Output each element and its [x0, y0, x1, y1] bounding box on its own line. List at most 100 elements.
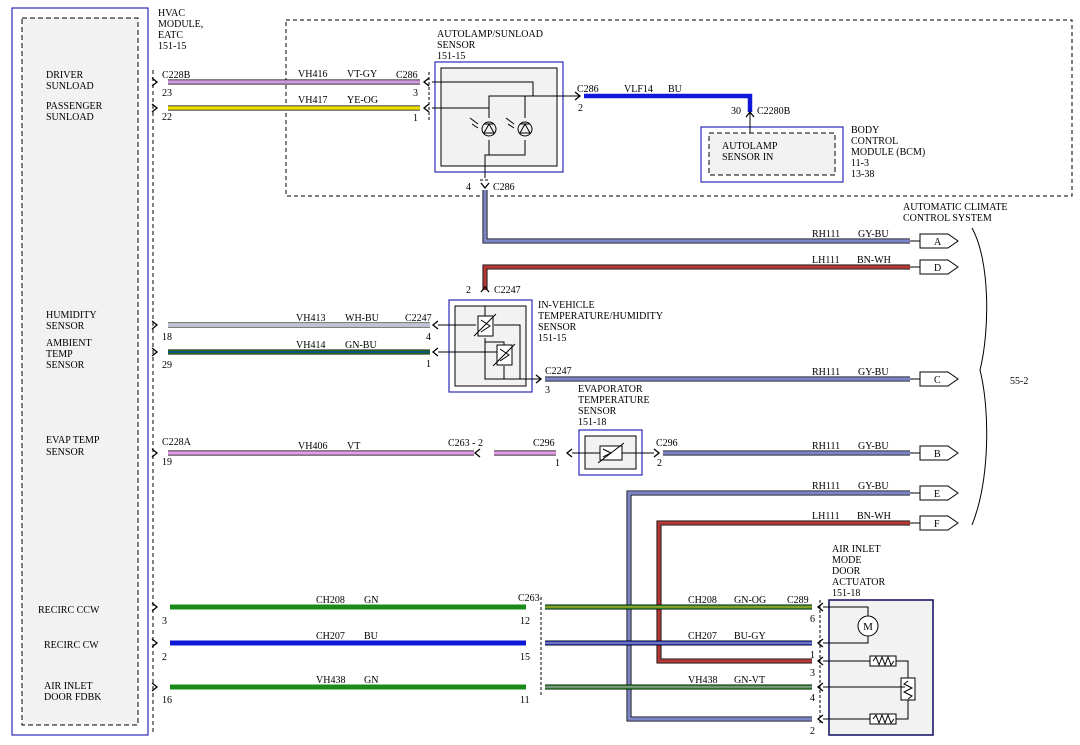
evap-title-4: 151-18	[578, 417, 606, 428]
wire-vh438-circuit: VH438	[316, 675, 345, 686]
wire-ch207b-circuit: CH207	[688, 631, 717, 642]
system-ref-55-2: 55-2	[1010, 376, 1028, 387]
conn-c296-a: C296	[533, 438, 555, 449]
autolamp-sunload-sensor: AUTOLAMP/SUNLOAD SENSOR 151-15 C286 3 1 …	[396, 29, 599, 193]
actuator-title-1: AIR INLET	[832, 544, 881, 555]
offpage-a[interactable]	[919, 233, 959, 249]
bcm-title-4: 11-3	[851, 158, 869, 169]
wire-rh111c-color: GY-BU	[858, 367, 889, 378]
bcm-title-5: 13-38	[851, 169, 874, 180]
actuator-title-4: ACTUATOR	[832, 577, 885, 588]
wire-vh438-color: GN	[364, 675, 378, 686]
conn-c286-b: C286	[577, 84, 599, 95]
autolamp-pin-3: 3	[413, 88, 418, 99]
wire-rh111a-circuit: RH111	[812, 229, 840, 240]
offpage-letter-d: D	[934, 263, 941, 274]
wire-ch207b-color: BU-GY	[734, 631, 766, 642]
motor-label: M	[863, 621, 873, 633]
offpage-f[interactable]	[919, 515, 959, 531]
conn-c2247-b: C2247	[405, 313, 432, 324]
wires	[168, 79, 910, 722]
wire-lh111d-circuit: LH111	[812, 255, 840, 266]
evap-title-1: EVAPORATOR	[578, 384, 643, 395]
resistor-icon	[869, 713, 897, 725]
wire-vh438b-circuit: VH438	[688, 675, 717, 686]
offpage-letters: A D C B E F	[934, 237, 942, 530]
actuator-pin-4: 4	[810, 693, 815, 704]
hvac-title-3: EATC	[158, 30, 183, 41]
offpage-c[interactable]	[919, 371, 959, 387]
label-driver-1: DRIVER	[46, 70, 84, 81]
evap-title-3: SENSOR	[578, 406, 617, 417]
system-brace	[971, 227, 988, 526]
system-title-1: AUTOMATIC CLIMATE	[903, 202, 1008, 213]
wire-lh111d-color: BN-WH	[857, 255, 891, 266]
pin-29: 29	[162, 360, 172, 371]
bcm-title-3: MODULE (BCM)	[851, 147, 925, 158]
invehicle-title-2: TEMPERATURE/HUMIDITY	[538, 311, 663, 322]
bcm-title-2: CONTROL	[851, 136, 898, 147]
actuator-title-5: 151-18	[832, 588, 860, 599]
hvac-title-4: 151-15	[158, 41, 186, 52]
thermistor-icon	[492, 343, 516, 367]
label-fdbk-1: AIR INLET	[44, 681, 93, 692]
offpage-letter-a: A	[934, 237, 942, 248]
wire-vh414-circuit: VH414	[296, 340, 325, 351]
hvac-module	[11, 7, 154, 736]
wire-vh417-circuit: VH417	[298, 95, 327, 106]
autolamp-pin-1: 1	[413, 113, 418, 124]
wire-vh417-color: YE-OG	[347, 95, 378, 106]
wire-ch207-circuit: CH207	[316, 631, 345, 642]
label-evap-2: SENSOR	[46, 447, 85, 458]
offpage-e[interactable]	[919, 485, 959, 501]
module-function-labels: DRIVER SUNLOAD PASSENGER SUNLOAD HUMIDIT…	[38, 70, 103, 703]
label-fdbk-2: DOOR FDBK	[44, 692, 102, 703]
photodiode-icon	[469, 117, 497, 137]
offpage-letter-f: F	[934, 519, 940, 530]
system-reference: AUTOMATIC CLIMATE CONTROL SYSTEM 55-2	[903, 202, 1028, 526]
actuator-pin-3: 3	[810, 668, 815, 679]
invehicle-title-3: SENSOR	[538, 322, 577, 333]
resistor-icon	[869, 655, 897, 667]
wire-rh111e-circuit: RH111	[812, 481, 840, 492]
conn-c2247-a: C2247	[494, 285, 521, 296]
wire-vh413-color: WH-BU	[345, 313, 380, 324]
invehicle-pin-2: 2	[466, 285, 471, 296]
bcm-inner-1: AUTOLAMP	[722, 141, 778, 152]
offpage-d[interactable]	[919, 259, 959, 275]
pin-22: 22	[162, 112, 172, 123]
autolamp-title-1: AUTOLAMP/SUNLOAD	[437, 29, 543, 40]
wire-vh406-color: VT	[347, 441, 360, 452]
pin-23: 23	[162, 88, 172, 99]
offpage-b[interactable]	[919, 445, 959, 461]
label-passenger-2: SUNLOAD	[46, 112, 94, 123]
pin-18: 18	[162, 332, 172, 343]
wire-ch208-color: GN	[364, 595, 378, 606]
conn-c228b: C228B	[162, 70, 191, 81]
conn-c2280b: C2280B	[757, 106, 791, 117]
motor-icon: M	[857, 615, 879, 637]
wire-vh406-circuit: VH406	[298, 441, 327, 452]
wire-lh111f-color: BN-WH	[857, 511, 891, 522]
hvac-title-1: HVAC	[158, 8, 185, 19]
actuator-pin-6: 6	[810, 614, 815, 625]
wire-vh438b-color: GN-VT	[734, 675, 765, 686]
label-ambient-3: SENSOR	[46, 360, 85, 371]
system-title-2: CONTROL SYSTEM	[903, 213, 992, 224]
offpage-letter-e: E	[934, 489, 940, 500]
invehicle-pin-4: 4	[426, 332, 431, 343]
c263-pin-12: 12	[520, 616, 530, 627]
wire-vlf14-color: BU	[668, 84, 683, 95]
bcm-title-1: BODY	[851, 125, 879, 136]
bcm-pin-30: 30	[731, 106, 741, 117]
conn-c2247-c: C2247	[545, 366, 572, 377]
hvac-module-title: HVAC MODULE, EATC 151-15	[158, 8, 203, 52]
wire-rh111b-circuit: RH111	[812, 441, 840, 452]
autolamp-pin-4: 4	[466, 182, 471, 193]
wire-rh111a-color: GY-BU	[858, 229, 889, 240]
hvac-title-2: MODULE,	[158, 19, 203, 30]
pin-19: 19	[162, 457, 172, 468]
invehicle-title-4: 151-15	[538, 333, 566, 344]
conn-c286-c: C286	[493, 182, 515, 193]
autolamp-pin-2: 2	[578, 103, 583, 114]
